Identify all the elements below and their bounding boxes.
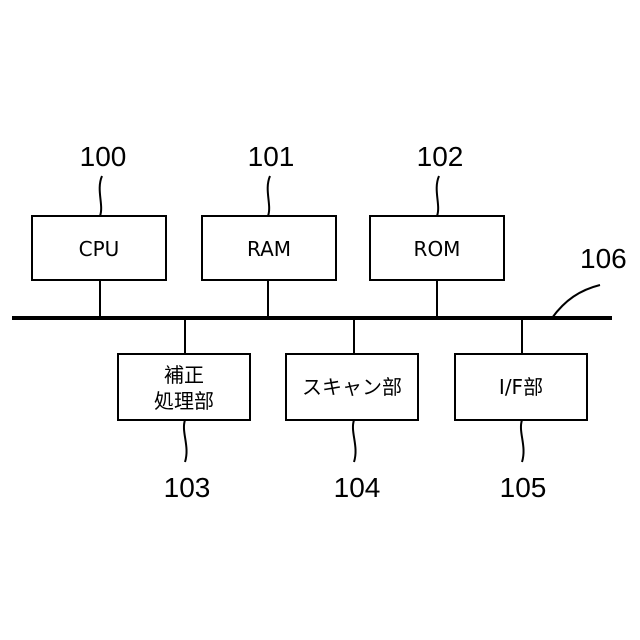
interface-block: I/F部 105 <box>455 318 587 503</box>
cpu-block: CPU 100 <box>32 141 166 318</box>
ram-ref-number: 101 <box>248 141 295 172</box>
scan-label: スキャン部 <box>302 375 402 399</box>
rom-ref-number: 102 <box>417 141 464 172</box>
rom-label: ROM <box>414 237 461 261</box>
correction-label-line2: 処理部 <box>154 389 214 413</box>
correction-label-line1: 補正 <box>164 363 204 387</box>
bus-ref-number: 106 <box>580 243 627 274</box>
cpu-label: CPU <box>79 237 120 261</box>
scan-block: スキャン部 104 <box>286 318 418 503</box>
ram-label: RAM <box>247 237 291 261</box>
cpu-ref-number: 100 <box>80 141 127 172</box>
correction-processing-block: 補正 処理部 103 <box>118 318 250 503</box>
bus-leader-line <box>552 285 600 318</box>
interface-leader-line <box>521 420 524 462</box>
scan-ref-number: 104 <box>334 472 381 503</box>
scan-leader-line <box>353 420 356 462</box>
cpu-leader-line <box>100 176 102 216</box>
interface-ref-number: 105 <box>500 472 547 503</box>
rom-block: ROM 102 <box>370 141 504 318</box>
interface-label: I/F部 <box>499 375 543 399</box>
correction-ref-number: 103 <box>164 472 211 503</box>
ram-block: RAM 101 <box>202 141 336 318</box>
ram-leader-line <box>268 176 270 216</box>
rom-leader-line <box>437 176 439 216</box>
correction-leader-line <box>184 420 187 462</box>
